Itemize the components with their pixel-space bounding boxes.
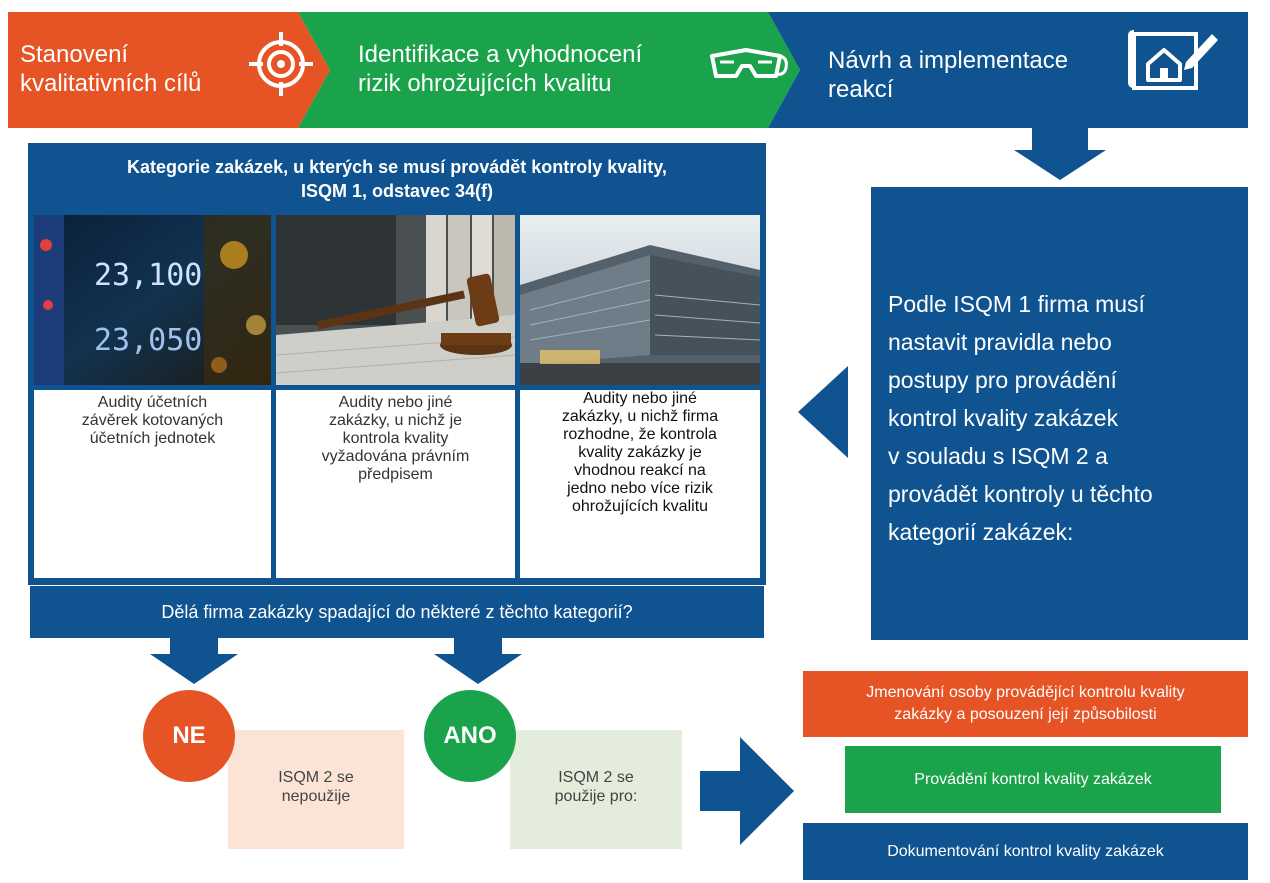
step3-label-line2: reakcí — [828, 76, 894, 103]
panel-line-1: Podle ISQM 1 firma musí — [888, 291, 1145, 317]
categories-header: Kategorie zakázek, u kterých se musí pro… — [30, 143, 764, 215]
ano-circle: ANO — [424, 690, 516, 782]
panel-line-4: kontrol kvality zakázek — [888, 405, 1119, 431]
caption-2-line-1: Audity nebo jiné — [338, 394, 453, 411]
ano-label: ANO — [443, 722, 497, 749]
building-photo — [520, 215, 760, 385]
category-caption-2: Audity nebo jiné zakázky, u nichž je kon… — [276, 390, 515, 578]
caption-2-line-3: kontrola kvality — [342, 430, 449, 447]
caption-2-line-5: předpisem — [358, 466, 433, 483]
step-documenting: Dokumentování kontrol kvality zakázek — [803, 823, 1248, 880]
caption-2-line-2: zakázky, u nichž je — [328, 412, 463, 429]
panel-line-7: kategorií zakázek: — [888, 519, 1074, 545]
step2-label: Identifikace a vyhodnocení rizik ohrožuj… — [358, 40, 642, 98]
isqm-requirement-panel: Podle ISQM 1 firma musí nastavit pravidl… — [871, 187, 1248, 640]
caption-3-line-5: vhodnou reakcí na — [574, 462, 706, 479]
ticker-text-1: 23,100 — [94, 258, 202, 293]
caption-3-line-4: kvality zakázky je — [578, 444, 702, 461]
chevron-step-2 — [298, 12, 800, 128]
step1-label-line1: Stanovení — [20, 41, 129, 68]
ne-label: NE — [172, 722, 206, 749]
down-arrow-ne — [150, 636, 238, 684]
categories-header-line1: Kategorie zakázek, u kterých se musí pro… — [127, 157, 667, 177]
ne-result-box: ISQM 2 se nepoužije — [228, 730, 404, 849]
caption-3-line-2: zakázky, u nichž firma — [561, 408, 719, 425]
ano-result-box: ISQM 2 se použije pro: — [510, 730, 682, 849]
step-performing: Provádění kontrol kvality zakázek — [845, 746, 1221, 813]
target-icon — [249, 32, 313, 96]
ano-result-line1: ISQM 2 se — [558, 769, 634, 786]
caption-1-line-2: závěrek kotovaných — [81, 412, 224, 429]
panel-line-5: v souladu s ISQM 2 a — [888, 443, 1108, 469]
panel-line-2: nastavit pravidla nebo — [888, 329, 1112, 355]
step-appointment: Jmenování osoby provádějící kontrolu kva… — [803, 671, 1248, 737]
panel-line-3: postupy pro provádění — [888, 367, 1117, 393]
step-appointment-line1: Jmenování osoby provádějící kontrolu kva… — [866, 684, 1185, 701]
panel-line-6: provádět kontroly u těchto — [888, 481, 1153, 507]
step2-label-line2: rizik ohrožujících kvalitu — [358, 70, 612, 97]
caption-2-line-4: vyžadována právním — [321, 448, 470, 465]
caption-3-line-3: rozhodne, že kontrola — [563, 426, 717, 443]
category-caption-3: Audity nebo jiné zakázky, u nichž firma … — [520, 390, 760, 578]
step-documenting-label: Dokumentování kontrol kvality zakázek — [887, 842, 1164, 860]
glasses-icon — [710, 48, 788, 78]
left-arrow — [798, 366, 848, 458]
down-arrow-ano — [434, 636, 522, 684]
ano-result-line2: použije pro: — [554, 788, 638, 805]
right-arrow — [700, 737, 794, 845]
step2-label-line1: Identifikace a vyhodnocení — [358, 41, 643, 68]
caption-1-line-1: Audity účetních — [97, 394, 208, 411]
step3-label: Návrh a implementace reakcí — [828, 46, 1068, 104]
chevron-step-1 — [8, 12, 330, 128]
step-appointment-line2: zakázky a posouzení její způsobilosti — [894, 706, 1157, 723]
step1-label: Stanovení kvalitativních cílů — [20, 40, 201, 98]
step-performing-label: Provádění kontrol kvality zakázek — [914, 770, 1152, 788]
down-arrow-right — [1014, 128, 1106, 180]
question-text: Dělá firma zakázky spadající do některé … — [161, 601, 633, 622]
gavel-photo — [276, 215, 515, 385]
blueprint-icon — [1128, 30, 1218, 90]
ne-result-line1: ISQM 2 se — [278, 769, 354, 786]
ticker-text-2: 23,050 — [94, 323, 202, 358]
step3-label-line1: Návrh a implementace — [828, 47, 1069, 74]
ne-result-line2: nepoužije — [281, 788, 351, 805]
caption-3-line-6: jedno nebo více rizik — [567, 480, 713, 497]
question-bar: Dělá firma zakázky spadající do některé … — [30, 586, 764, 638]
stock-ticker-photo: 23,100 23,050 — [34, 215, 271, 385]
category-caption-1: Audity účetních závěrek kotovaných účetn… — [34, 390, 271, 578]
caption-1-line-3: účetních jednotek — [89, 430, 216, 447]
categories-header-line2: ISQM 1, odstavec 34(f) — [300, 181, 494, 201]
caption-3-line-7: ohrožujících kvalitu — [571, 498, 709, 515]
step1-label-line2: kvalitativních cílů — [20, 70, 202, 97]
caption-3-line-1: Audity nebo jiné — [583, 390, 697, 407]
ne-circle: NE — [143, 690, 235, 782]
